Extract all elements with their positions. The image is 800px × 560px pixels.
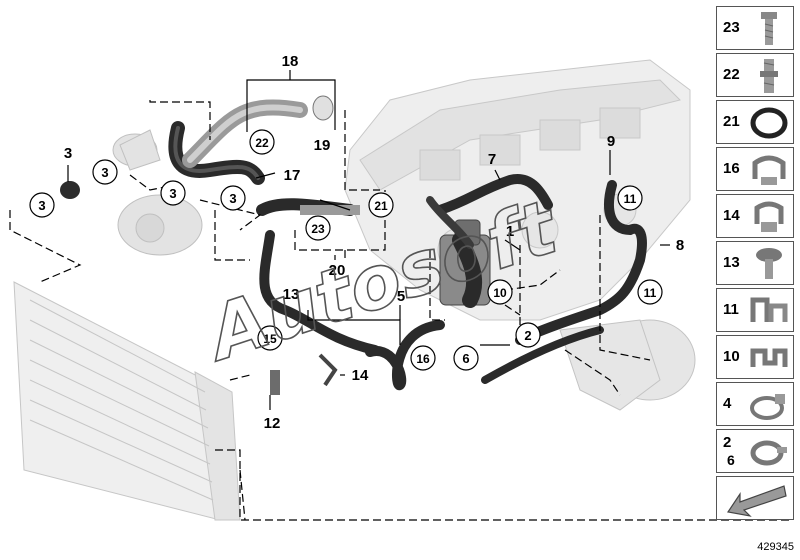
svg-text:3: 3	[169, 186, 176, 201]
svg-text:3: 3	[101, 165, 108, 180]
legend-tile-4: 4	[716, 382, 794, 426]
callouts: 3 3 3 3 22 23 21 15 16 6 10 2 11 11 3 18…	[29, 53, 684, 432]
callout-18: 18	[282, 53, 299, 70]
callout-3: 3	[64, 145, 72, 162]
stud-bolt-icon	[760, 59, 778, 93]
water-pump	[112, 129, 203, 256]
callout-16: 16	[410, 345, 436, 371]
hose-13	[259, 230, 380, 355]
leader-lines	[67, 70, 670, 410]
legend-tile-23: 23	[716, 6, 794, 50]
hose-7	[435, 174, 553, 215]
callout-10: 10	[487, 279, 513, 305]
callout-22: 22	[249, 129, 275, 155]
hoses	[168, 99, 647, 391]
callout-20: 20	[329, 262, 346, 279]
hose-16	[365, 320, 445, 391]
small-parts	[60, 95, 360, 395]
bolt-icon	[761, 12, 777, 45]
legend-number: 14	[723, 207, 740, 224]
legend-number: 2	[723, 434, 732, 451]
callout-14: 15	[257, 325, 283, 351]
expanding-rivet-icon	[756, 248, 782, 279]
callout-15: 14	[352, 367, 369, 384]
legend-tile-21: 21	[716, 100, 794, 144]
legend-number: 23	[723, 19, 740, 36]
callout-1: 1	[506, 223, 514, 240]
callout-2: 2	[515, 322, 541, 348]
svg-text:11: 11	[644, 286, 657, 300]
double-clip-icon	[750, 297, 788, 322]
hose-8	[515, 180, 647, 345]
o-ring-icon	[750, 107, 788, 139]
legend-number: 11	[723, 301, 739, 318]
svg-text:22: 22	[255, 136, 269, 150]
hose-clip-icon	[750, 348, 788, 367]
svg-text:6: 6	[462, 351, 469, 366]
plug-3	[60, 181, 80, 199]
legend-tile-13: 13	[716, 241, 794, 285]
legend-number: 21	[723, 113, 740, 130]
figure-id: 429345	[757, 541, 794, 553]
callout-4b: 3	[92, 159, 118, 185]
radiator	[13, 281, 241, 521]
legend-number: 10	[723, 348, 740, 365]
hose-clip-icon	[754, 201, 784, 232]
legend-number: 16	[723, 160, 740, 177]
callout-7: 7	[488, 151, 496, 168]
svg-text:23: 23	[311, 222, 325, 236]
callout-21: 21	[368, 192, 394, 218]
legend-tile-22: 22	[716, 53, 794, 97]
legend-tile-14: 14	[716, 194, 794, 238]
legend-tile-10: 10	[716, 335, 794, 379]
svg-text:11: 11	[624, 192, 637, 206]
callout-17: 17	[284, 167, 301, 184]
svg-text:15: 15	[263, 332, 277, 346]
callout-4c: 3	[160, 180, 186, 206]
legend-tile-2-6: 2 6	[716, 429, 794, 473]
legend-tile-11: 11	[716, 288, 794, 332]
legend-tile-arrow	[716, 476, 794, 520]
arrow-icon	[726, 485, 787, 517]
svg-text:10: 10	[493, 286, 507, 300]
spring-clamp-icon	[750, 440, 787, 466]
callout-12: 12	[264, 415, 281, 432]
svg-text:21: 21	[374, 199, 388, 213]
legend-number: 13	[723, 254, 740, 271]
callout-4d: 3	[220, 185, 246, 211]
callout-19: 19	[314, 137, 331, 154]
hose-clip-icon	[752, 155, 786, 185]
callout-9: 9	[607, 133, 615, 150]
hose-clamp-icon	[750, 394, 785, 420]
svg-text:3: 3	[38, 198, 45, 213]
callout-11b: 11	[637, 279, 663, 305]
callout-8: 8	[676, 237, 684, 254]
callout-6: 6	[453, 345, 479, 371]
legend-number-secondary: 6	[727, 452, 735, 468]
legend-number: 22	[723, 66, 740, 83]
callout-13: 13	[283, 286, 300, 303]
svg-text:2: 2	[524, 328, 531, 343]
callout-5: 5	[397, 288, 405, 305]
callout-11a: 11	[617, 185, 643, 211]
legend-number: 4	[723, 395, 732, 412]
hose-2	[481, 326, 604, 384]
svg-text:3: 3	[229, 191, 236, 206]
callout-23: 23	[305, 215, 331, 241]
svg-text:16: 16	[416, 352, 430, 366]
callout-4a: 3	[29, 192, 55, 218]
legend-tile-16: 16	[716, 147, 794, 191]
